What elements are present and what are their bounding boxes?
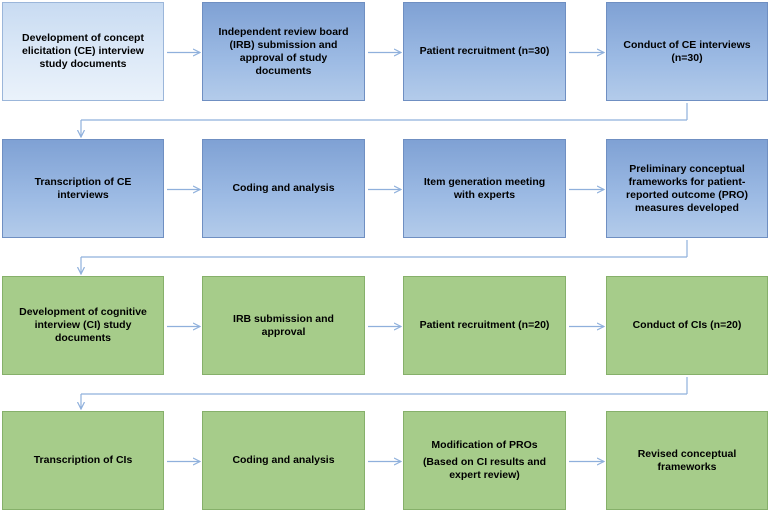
step-box-r4-c2: Coding and analysis xyxy=(202,411,365,510)
step-box-r2-c1: Transcription of CE interviews xyxy=(2,139,164,238)
step-box-r3-c1: Development of cognitive interview (CI) … xyxy=(2,276,164,375)
step-box-r1-c1: Development of concept elicitation (CE) … xyxy=(2,2,164,101)
step-label: Independent review board (IRB) submissio… xyxy=(218,25,349,77)
step-label: Transcription of CE interviews xyxy=(34,175,132,201)
step-label: Patient recruitment (n=30) xyxy=(419,45,550,57)
step-label: Item generation meeting with experts xyxy=(423,175,546,201)
step-label: Conduct of CIs (n=20) xyxy=(632,319,742,331)
step-label: Development of concept elicitation (CE) … xyxy=(22,32,144,70)
step-box-r4-c3: Modification of PROs (Based on CI results… xyxy=(403,411,566,510)
step-box-r1-c4: Conduct of CE interviews (n=30) xyxy=(606,2,768,101)
step-box-r4-c1: Transcription of CIs xyxy=(2,411,164,510)
step-label: Revised conceptual frameworks xyxy=(637,447,737,473)
step-box-r2-c2: Coding and analysis xyxy=(202,139,365,238)
step-label: Coding and analysis xyxy=(232,454,335,466)
step-label: Modification of PROs xyxy=(431,439,538,451)
step-box-r2-c3: Item generation meeting with experts xyxy=(403,139,566,238)
step-box-r4-c4: Revised conceptual frameworks xyxy=(606,411,768,510)
step-box-r2-c4: Preliminary conceptual frameworks for pa… xyxy=(606,139,768,238)
step-label: Coding and analysis xyxy=(232,182,335,194)
step-box-r3-c4: Conduct of CIs (n=20) xyxy=(606,276,768,375)
step-label: Development of cognitive interview (CI) … xyxy=(19,306,147,344)
step-box-r1-c2: Independent review board (IRB) submissio… xyxy=(202,2,365,101)
step-label: Preliminary conceptual frameworks for pa… xyxy=(626,162,748,214)
step-sublabel: (Based on CI results and expert review) xyxy=(422,456,547,481)
step-label: Transcription of CIs xyxy=(33,454,133,466)
step-label: Patient recruitment (n=20) xyxy=(419,319,550,331)
step-label: IRB submission and approval xyxy=(233,312,334,338)
step-label: Conduct of CE interviews (n=30) xyxy=(623,38,751,64)
step-box-r3-c2: IRB submission and approval xyxy=(202,276,365,375)
step-box-r3-c3: Patient recruitment (n=20) xyxy=(403,276,566,375)
step-box-r1-c3: Patient recruitment (n=30) xyxy=(403,2,566,101)
